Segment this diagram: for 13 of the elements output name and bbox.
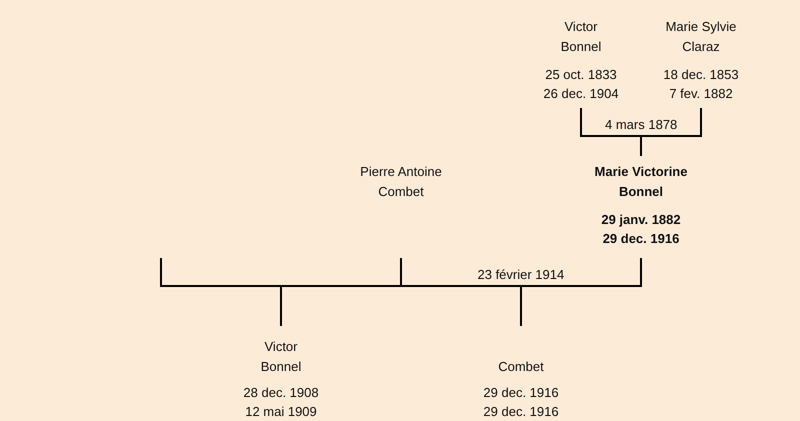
life-dates: 29 dec. 1916 29 dec. 1916 [482, 384, 560, 421]
person-name: Victor Bonnel [560, 18, 602, 56]
person-name: Marie Victorine Bonnel [594, 163, 688, 201]
connector-line [520, 258, 642, 326]
life-dates: 18 dec. 1853 7 fev. 1882 [662, 66, 740, 103]
person-name: Combet [498, 358, 544, 376]
life-dates: 25 oct. 1833 26 dec. 1904 [542, 66, 620, 103]
life-dates: 28 dec. 1908 12 mai 1909 [242, 384, 320, 421]
life-dates: 29 janv. 1882 29 dec. 1916 [600, 211, 682, 248]
connector-line [640, 108, 702, 156]
person-name: Pierre Antoine Combet [360, 163, 442, 201]
person-name: Victor Bonnel [260, 338, 302, 376]
person-name: Marie Sylvie Claraz [665, 18, 737, 56]
